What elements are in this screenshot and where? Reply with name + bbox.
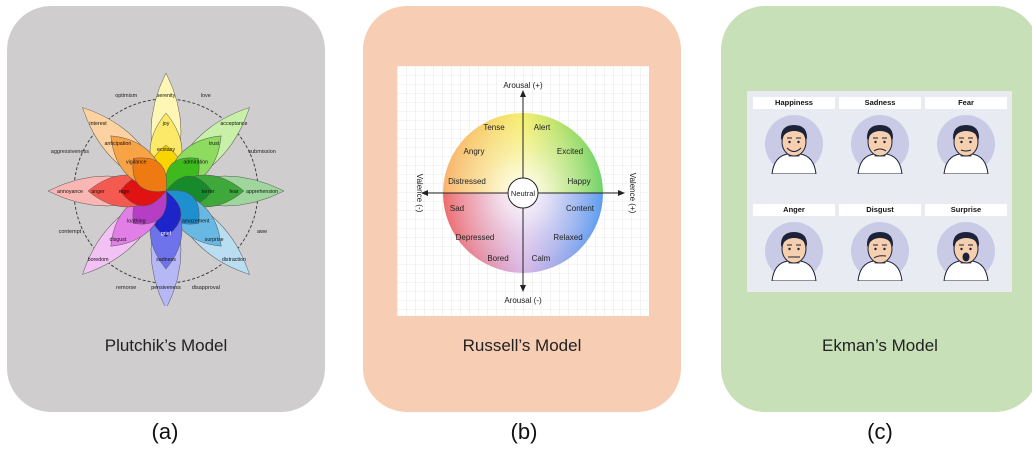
plutchik-label-outer: distraction: [222, 257, 246, 263]
russell-center-label: Neutral: [511, 189, 536, 198]
plutchik-label-inner: grief: [161, 231, 172, 237]
plutchik-label-middle: disgust: [110, 237, 127, 243]
ekman-face-label: Sadness: [839, 97, 921, 109]
plutchik-dyad-label: disapproval: [192, 285, 220, 291]
plutchik-label-outer: annoyance: [57, 189, 83, 195]
ekman-face-grid: Happiness Sadness: [747, 91, 1012, 292]
plutchik-label-outer: serenity: [157, 93, 176, 99]
plutchik-label-inner: loathing: [127, 219, 146, 225]
plutchik-petal-layer: [132, 157, 167, 192]
russell-emotion-label: Bored: [487, 254, 508, 263]
ekman-face-label: Surprise: [925, 204, 1007, 216]
plutchik-label-middle: anger: [91, 189, 105, 195]
russell-axis-left: Valence (-): [415, 174, 424, 213]
plutchik-dyad-label: awe: [257, 229, 267, 235]
caption-letter-b: (b): [510, 419, 538, 444]
russell-emotion-label: Content: [566, 204, 595, 213]
plutchik-label-outer: boredom: [88, 257, 109, 263]
ekman-face-sadness: Sadness: [839, 97, 921, 192]
russell-emotion-label: Calm: [532, 254, 551, 263]
ekman-face-happiness: Happiness: [753, 97, 835, 192]
russell-emotion-label: Angry: [464, 147, 485, 156]
plutchik-label-inner: admiration: [183, 159, 208, 165]
russell-emotion-label: Sad: [450, 204, 464, 213]
russell-emotion-label: Alert: [534, 123, 551, 132]
russell-title: Russell’s Model: [462, 336, 582, 355]
russell-emotion-label: Relaxed: [553, 233, 582, 242]
ekman-panel: Happiness Sadness: [721, 6, 1032, 412]
plutchik-title: Plutchik’s Model: [104, 336, 228, 355]
ekman-face-anger: Anger: [753, 204, 835, 299]
russell-axis-right: Valence (+): [628, 173, 637, 214]
ekman-face-surprise: Surprise: [925, 204, 1007, 299]
plutchik-label-inner: vigilance: [126, 159, 147, 165]
ekman-title: Ekman’s Model: [822, 336, 938, 355]
ekman-face-label: Fear: [925, 97, 1007, 109]
russell-panel: Neutral Arousal (+) Arousal (-) Valence …: [363, 6, 681, 412]
ekman-face-label: Happiness: [753, 97, 835, 109]
plutchik-dyad-label: aggressiveness: [51, 149, 89, 155]
face-portrait-icon: [937, 115, 995, 174]
plutchik-petal-anticipation: [82, 107, 167, 192]
russell-emotion-label: Distressed: [448, 177, 486, 186]
russell-axis-top: Arousal (+): [503, 81, 543, 90]
caption-letter-a: (a): [151, 419, 179, 444]
plutchik-dyad-label: optimism: [115, 93, 137, 99]
plutchik-dyad-label: remorse: [116, 285, 136, 291]
face-portrait-icon: [937, 222, 995, 281]
russell-emotion-label: Happy: [567, 177, 590, 186]
russell-emotion-label: Depressed: [456, 233, 495, 242]
plutchik-label-middle: anticipation: [104, 141, 131, 147]
russell-circumplex: Neutral Arousal (+) Arousal (-) Valence …: [397, 66, 649, 316]
plutchik-label-outer: apprehension: [246, 189, 278, 195]
face-portrait-icon: [765, 222, 823, 281]
plutchik-label-outer: pensiveness: [151, 285, 181, 291]
plutchik-label-middle: joy: [162, 121, 170, 127]
plutchik-label-inner: terror: [202, 189, 215, 195]
plutchik-dyad-label: love: [201, 93, 211, 99]
russell-axis-bottom: Arousal (-): [504, 296, 542, 305]
russell-emotion-label: Excited: [557, 147, 583, 156]
plutchik-dyad-label: submission: [248, 149, 276, 155]
plutchik-petals: [47, 72, 285, 306]
plutchik-label-middle: fear: [229, 189, 238, 195]
ekman-face-fear: Fear: [925, 97, 1007, 192]
caption-letter-c: (c): [867, 419, 893, 444]
plutchik-label-middle: sadness: [156, 257, 176, 263]
plutchik-dyad-label: contempt: [59, 229, 82, 235]
plutchik-label-inner: amazement: [182, 219, 210, 225]
plutchik-panel: serenity joy ecstasy acceptance trust admirat…: [7, 6, 325, 412]
plutchik-label-middle: trust: [209, 141, 220, 147]
face-portrait-icon: [765, 115, 823, 174]
plutchik-label-inner: ecstasy: [157, 147, 175, 153]
plutchik-label-outer: acceptance: [220, 121, 247, 127]
plutchik-label-inner: rage: [119, 189, 130, 195]
face-portrait-icon: [851, 115, 909, 174]
ekman-face-label: Disgust: [839, 204, 921, 216]
ekman-face-disgust: Disgust: [839, 204, 921, 299]
plutchik-label-outer: interest: [89, 121, 107, 127]
plutchik-label-middle: surprise: [205, 237, 224, 243]
ekman-face-label: Anger: [753, 204, 835, 216]
face-portrait-icon: [851, 222, 909, 281]
russell-emotion-label: Tense: [483, 123, 505, 132]
plutchik-wheel: serenity joy ecstasy acceptance trust admirat…: [47, 72, 285, 306]
russell-figure: Neutral Arousal (+) Arousal (-) Valence …: [397, 66, 649, 316]
